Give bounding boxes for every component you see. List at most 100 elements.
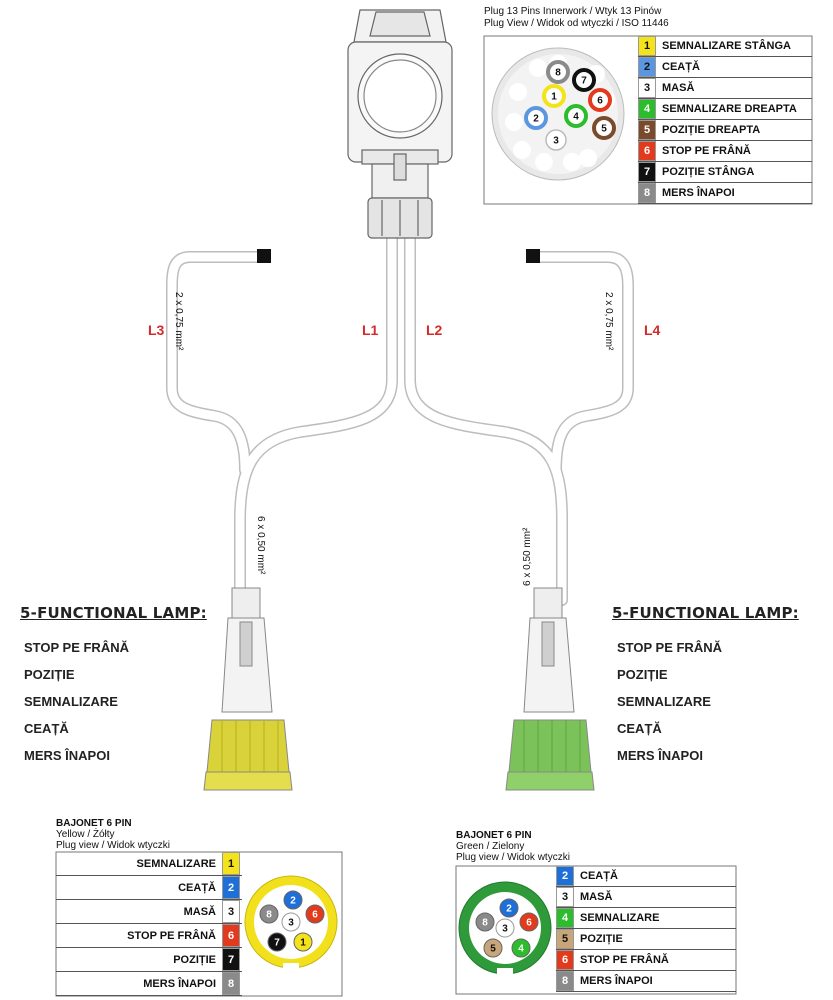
pin-socket xyxy=(542,84,566,108)
plug-13-body xyxy=(347,9,453,239)
lamp-function-item: MERS ÎNAPOI xyxy=(617,748,703,763)
legend-row: 8 MERS ÎNAPOI xyxy=(56,972,242,996)
legend-label: POZIȚIE DREAPTA xyxy=(662,124,761,136)
pin-socket xyxy=(513,141,531,159)
legend-label: POZIȚIE xyxy=(173,953,216,966)
legend-pin-number: 3 xyxy=(222,900,240,923)
legend-label: MASĂ xyxy=(183,905,216,918)
legend-pin-number: 2 xyxy=(222,876,240,899)
legend-label: POZIȚIE xyxy=(580,933,623,945)
pin-contact xyxy=(475,912,495,932)
legend-pin-number: 4 xyxy=(638,99,656,119)
legend-label: SEMNALIZARE DREAPTA xyxy=(662,103,797,115)
pin-socket xyxy=(529,59,547,77)
pin-number: 3 xyxy=(288,918,294,929)
lamp-function-item: CEAȚĂ xyxy=(617,721,662,736)
wire-spec-l2: 6 x 0,50 mm² xyxy=(522,527,533,586)
pin-contact xyxy=(483,938,503,958)
pin-number: 4 xyxy=(573,112,579,123)
legend-pin-number: 2 xyxy=(638,57,656,77)
legend-pin-number: 6 xyxy=(222,924,240,947)
pin-number: 2 xyxy=(533,114,539,125)
legend-label: CEAȚĂ xyxy=(178,881,216,894)
pin-socket xyxy=(592,116,616,140)
lead-label-l3: L3 xyxy=(148,322,165,338)
lamp-function-item: SEMNALIZARE xyxy=(24,694,118,709)
legend-pin-number: 5 xyxy=(638,120,656,140)
l3-end-cap xyxy=(257,249,271,263)
plug-13-pins: 1 2 3 4 5 67 8 xyxy=(505,55,616,171)
lamp-right-title: 5-FUNCTIONAL LAMP: xyxy=(612,604,799,622)
pin-socket xyxy=(579,149,597,167)
lamp-function-item: POZIȚIE xyxy=(617,667,668,682)
legend-label: STOP PE FRÂNĂ xyxy=(580,954,669,966)
pin-number: 8 xyxy=(555,68,561,79)
pin-socket xyxy=(505,113,523,131)
pin-contact xyxy=(259,904,279,924)
legend-pin-number: 3 xyxy=(638,78,656,98)
legend-row: 6 STOP PE FRÂNĂ xyxy=(638,141,812,162)
pin-socket xyxy=(546,60,570,84)
legend-label: CEAȚĂ xyxy=(662,61,700,73)
legend-label: MERS ÎNAPOI xyxy=(662,187,735,199)
legend-row: 2 CEAȚĂ xyxy=(638,57,812,78)
legend-row: 1 SEMNALIZARE xyxy=(56,852,242,876)
lead-label-l4: L4 xyxy=(644,322,661,338)
legend-label: SEMNALIZARE STÂNGA xyxy=(662,40,791,52)
pin-socket xyxy=(564,104,588,128)
pin-socket xyxy=(524,106,548,130)
pin-number: 6 xyxy=(597,96,603,107)
pin-contact xyxy=(283,890,303,910)
pin-socket xyxy=(509,83,527,101)
pin-number: 3 xyxy=(553,136,559,147)
legend-pin-number: 8 xyxy=(222,972,240,995)
pin-number: 2 xyxy=(290,896,296,907)
legend-pin-number: 5 xyxy=(556,929,574,949)
legend-pin-number: 6 xyxy=(638,141,656,161)
bajonet-green-view: Plug view / Widok wtyczki xyxy=(456,852,570,863)
pin-number: 1 xyxy=(551,92,557,103)
lead-label-l1: L1 xyxy=(362,322,379,338)
legend-row: 5 POZIȚIE DREAPTA xyxy=(638,120,812,141)
legend-pin-number: 3 xyxy=(556,887,574,907)
legend-row: 4 SEMNALIZARE DREAPTA xyxy=(638,99,812,120)
pin-contact xyxy=(293,932,313,952)
bajonet-yellow-color: Yellow / Żółty xyxy=(56,829,115,840)
legend-label: POZIȚIE STÂNGA xyxy=(662,166,755,178)
pin-number: 8 xyxy=(482,918,488,929)
lamp-left-title: 5-FUNCTIONAL LAMP: xyxy=(20,604,207,622)
legend-pin-number: 7 xyxy=(222,948,240,971)
legend-pin-number: 1 xyxy=(638,36,656,56)
lamp-function-item: POZIȚIE xyxy=(24,667,75,682)
wire-spec-l3: 2 x 0,75 mm² xyxy=(173,292,184,351)
legend-label: MERS ÎNAPOI xyxy=(580,975,653,987)
pin-number: 7 xyxy=(581,76,587,87)
pin-socket xyxy=(535,153,553,171)
legend-pin-number: 1 xyxy=(222,852,240,875)
pin-number: 7 xyxy=(274,938,280,949)
pin-number: 8 xyxy=(266,910,272,921)
pin-contact xyxy=(499,898,519,918)
legend-row: 7 POZIȚIE xyxy=(56,948,242,972)
legend-label: MERS ÎNAPOI xyxy=(143,977,216,990)
legend-pin-number: 6 xyxy=(556,950,574,970)
pin-number: 5 xyxy=(490,944,496,955)
pin-contact xyxy=(519,912,539,932)
pin-number: 3 xyxy=(502,924,508,935)
lamp-function-item: SEMNALIZARE xyxy=(617,694,711,709)
legend-label: STOP PE FRÂNĂ xyxy=(662,145,751,157)
legend-label: SEMNALIZARE xyxy=(136,857,216,870)
pin-number: 5 xyxy=(601,124,607,135)
legend-pin-number: 7 xyxy=(638,162,656,182)
